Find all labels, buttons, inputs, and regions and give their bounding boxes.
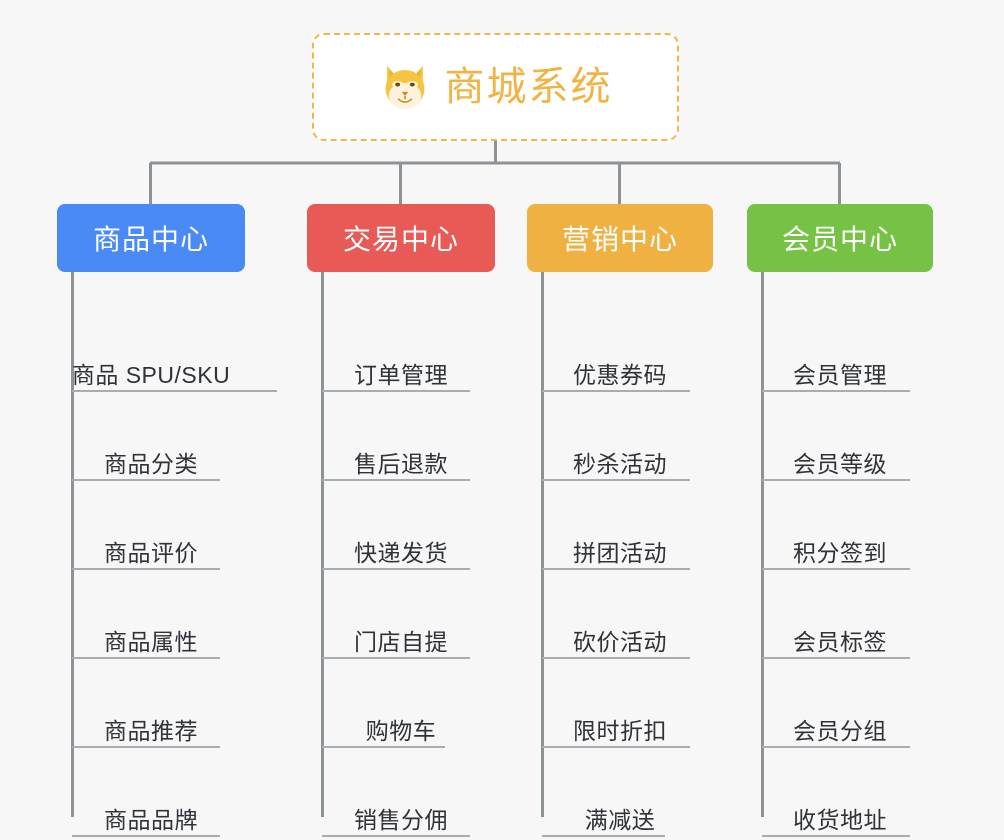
branch-3-leaf-list: 优惠券码 秒杀活动 拼团活动 砍价活动 限时折扣 满减送 — [527, 303, 713, 837]
leaf-rule — [72, 390, 277, 392]
leaf-item[interactable]: 商品推荐 — [57, 659, 245, 748]
leaf-label: 商品推荐 — [104, 717, 198, 744]
leaf-label: 会员等级 — [793, 450, 887, 477]
leaf-rule — [72, 746, 220, 748]
leaf-item[interactable]: 商品分类 — [57, 392, 245, 481]
leaf-item[interactable]: 砍价活动 — [527, 570, 713, 659]
leaf-rule — [322, 835, 470, 837]
leaf-item[interactable]: 会员标签 — [747, 570, 933, 659]
branch-column-4: 会员中心 会员管理 会员等级 积分签到 会员标签 会员分组 — [747, 204, 933, 837]
leaf-label: 砍价活动 — [573, 628, 667, 655]
leaf-rule — [72, 568, 220, 570]
branch-header-2[interactable]: 交易中心 — [307, 204, 495, 272]
root-node[interactable]: 商城系统 — [312, 33, 679, 141]
leaf-item[interactable]: 售后退款 — [307, 392, 495, 481]
leaf-label: 满减送 — [584, 806, 656, 833]
leaf-label: 优惠券码 — [573, 361, 667, 388]
leaf-item[interactable]: 会员管理 — [747, 303, 933, 392]
leaf-label: 售后退款 — [354, 450, 448, 477]
leaf-label: 商品 SPU/SKU — [71, 361, 231, 388]
leaf-label: 限时折扣 — [573, 717, 667, 744]
leaf-rule — [542, 835, 665, 837]
leaf-label: 购物车 — [365, 717, 437, 744]
leaf-rule — [72, 479, 220, 481]
leaf-rule — [762, 746, 910, 748]
leaf-label: 商品品牌 — [104, 806, 198, 833]
leaf-label: 会员分组 — [793, 717, 887, 744]
leaf-rule — [322, 746, 445, 748]
leaf-rule — [762, 390, 910, 392]
branch-header-2-label: 交易中心 — [342, 224, 459, 255]
leaf-item[interactable]: 销售分佣 — [307, 748, 495, 837]
leaf-item[interactable]: 购物车 — [307, 659, 495, 748]
leaf-item[interactable]: 商品属性 — [57, 570, 245, 659]
leaf-item[interactable]: 商品品牌 — [57, 748, 245, 837]
leaf-item[interactable]: 门店自提 — [307, 570, 495, 659]
leaf-rule — [542, 657, 690, 659]
leaf-item[interactable]: 拼团活动 — [527, 481, 713, 570]
leaf-rule — [322, 479, 470, 481]
branch-2-leaf-list: 订单管理 售后退款 快递发货 门店自提 购物车 销售分佣 — [307, 303, 495, 837]
leaf-label: 快递发货 — [354, 539, 448, 566]
branch-header-1-label: 商品中心 — [92, 224, 209, 255]
branch-header-3-label: 营销中心 — [561, 224, 678, 255]
leaf-rule — [72, 835, 220, 837]
leaf-item[interactable]: 优惠券码 — [527, 303, 713, 392]
leaf-rule — [542, 568, 690, 570]
leaf-item[interactable]: 秒杀活动 — [527, 392, 713, 481]
branch-column-1: 商品中心 商品 SPU/SKU 商品分类 商品评价 商品属性 商品推荐 — [57, 204, 277, 837]
leaf-rule — [542, 746, 690, 748]
leaf-label: 积分签到 — [793, 539, 887, 566]
leaf-item[interactable]: 积分签到 — [747, 481, 933, 570]
leaf-item[interactable]: 订单管理 — [307, 303, 495, 392]
leaf-rule — [762, 568, 910, 570]
leaf-rule — [322, 657, 470, 659]
leaf-label: 商品分类 — [104, 450, 198, 477]
leaf-label: 会员标签 — [793, 628, 887, 655]
leaf-item[interactable]: 限时折扣 — [527, 659, 713, 748]
leaf-rule — [762, 657, 910, 659]
leaf-item[interactable]: 收货地址 — [747, 748, 933, 837]
leaf-item[interactable]: 会员等级 — [747, 392, 933, 481]
leaf-rule — [762, 479, 910, 481]
branch-header-3[interactable]: 营销中心 — [527, 204, 713, 272]
branch-header-4-label: 会员中心 — [781, 224, 898, 255]
branch-4-leaf-list: 会员管理 会员等级 积分签到 会员标签 会员分组 收货地址 — [747, 303, 933, 837]
branch-column-2: 交易中心 订单管理 售后退款 快递发货 门店自提 购物车 — [307, 204, 495, 837]
leaf-item[interactable]: 商品评价 — [57, 481, 245, 570]
branch-header-4[interactable]: 会员中心 — [747, 204, 933, 272]
branch-header-1[interactable]: 商品中心 — [57, 204, 245, 272]
leaf-label: 商品属性 — [104, 628, 198, 655]
leaf-item[interactable]: 会员分组 — [747, 659, 933, 748]
leaf-label: 收货地址 — [793, 806, 887, 833]
leaf-rule — [72, 657, 220, 659]
leaf-rule — [762, 835, 910, 837]
leaf-label: 销售分佣 — [354, 806, 448, 833]
leaf-item[interactable]: 快递发货 — [307, 481, 495, 570]
leaf-rule — [322, 568, 470, 570]
leaf-item[interactable]: 满减送 — [527, 748, 713, 837]
leaf-label: 订单管理 — [354, 361, 448, 388]
shiba-dog-icon — [379, 61, 431, 113]
branch-column-3: 营销中心 优惠券码 秒杀活动 拼团活动 砍价活动 限时折扣 — [527, 204, 713, 837]
leaf-item[interactable]: 商品 SPU/SKU — [57, 303, 277, 392]
branch-1-leaf-list: 商品 SPU/SKU 商品分类 商品评价 商品属性 商品推荐 商品品牌 — [57, 303, 277, 837]
leaf-rule — [542, 479, 690, 481]
leaf-label: 门店自提 — [354, 628, 448, 655]
leaf-rule — [322, 390, 470, 392]
leaf-label: 会员管理 — [793, 361, 887, 388]
leaf-label: 秒杀活动 — [573, 450, 667, 477]
root-node-label: 商城系统 — [444, 65, 613, 109]
leaf-label: 拼团活动 — [573, 539, 667, 566]
leaf-label: 商品评价 — [104, 539, 198, 566]
leaf-rule — [542, 390, 690, 392]
